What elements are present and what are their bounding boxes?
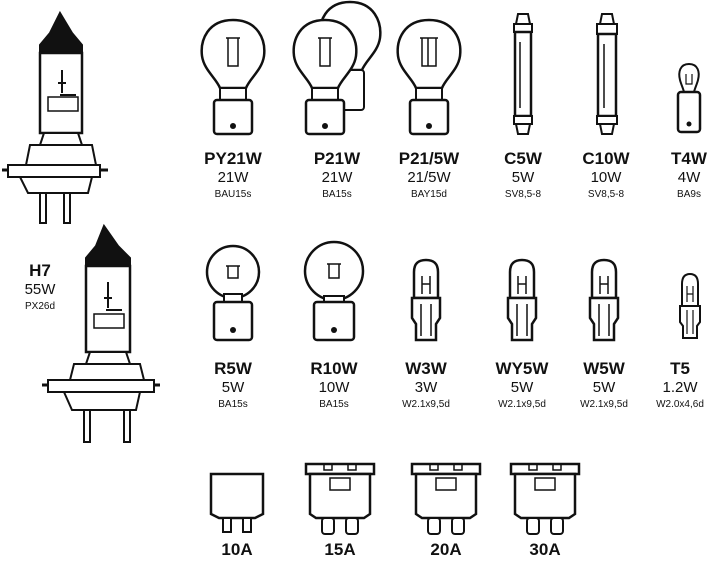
c5w-bulb-image	[508, 12, 538, 136]
bulb-base: BAY15d	[411, 189, 447, 200]
bulb-wattage: 3W	[414, 379, 438, 396]
bulb-name: T5	[670, 359, 690, 378]
w3w-bulb-image	[406, 258, 446, 344]
bulb-wattage: 1.2W	[662, 379, 698, 396]
bulb-wattage: 5W	[510, 379, 534, 396]
bulb-name: P21W	[313, 149, 361, 168]
bulb-name: C5W	[504, 149, 542, 168]
bulb-wattage: 55W	[24, 281, 56, 298]
bulb-base: BA15s	[322, 189, 352, 200]
bulb-wattage: 5W	[221, 379, 245, 396]
p21w-bulb-image	[290, 0, 390, 140]
w5w-bulb-image	[584, 258, 624, 344]
bulb-base: BA15s	[218, 399, 248, 410]
bulb-wattage: 21W	[321, 169, 353, 186]
bulb-base: BAU15s	[214, 189, 252, 200]
bulb-wattage: 10W	[318, 379, 350, 396]
bulb-base: W2.0x4,6d	[656, 399, 704, 410]
bulb-label-w3w: W3W 3W W2.1x9,5d	[381, 360, 471, 410]
bulb-name: R10W	[310, 359, 358, 378]
bulb-label-wy5w: WY5W 5W W2.1x9,5d	[477, 360, 567, 410]
bulb-base: W2.1x9,5d	[580, 399, 628, 410]
bulb-base: SV8,5-8	[504, 189, 542, 200]
bulb-name: P21/5W	[398, 149, 460, 168]
fuse-label-20a: 20A	[430, 540, 462, 559]
fuse-15a-image	[302, 462, 378, 538]
r5w-bulb-image	[202, 244, 264, 344]
bulb-label-p21-5w: P21/5W 21/5W BAY15d	[384, 150, 474, 200]
bulb-name: PY21W	[204, 149, 262, 168]
bulb-label-r10w: R10W 10W BA15s	[289, 360, 379, 410]
bulb-label-t4w: T4W 4W BA9s	[644, 150, 720, 200]
fuse-label-15a: 15A	[324, 540, 356, 559]
bulb-name: WY5W	[495, 359, 549, 378]
bulb-base: W2.1x9,5d	[402, 399, 450, 410]
r10w-bulb-image	[300, 240, 368, 344]
fuse-10a-image	[205, 470, 269, 536]
bulb-wattage: 10W	[590, 169, 622, 186]
bulb-base: W2.1x9,5d	[498, 399, 546, 410]
bulb-label-p21w: P21W 21W BA15s	[292, 150, 382, 200]
t4w-bulb-image	[672, 62, 706, 136]
bulb-name: H7	[29, 261, 51, 280]
bulb-label-w5w: W5W 5W W2.1x9,5d	[559, 360, 649, 410]
bulb-label-py21w: PY21W 21W BAU15s	[188, 150, 278, 200]
bulb-name: R5W	[214, 359, 252, 378]
bulb-name: W3W	[405, 359, 447, 378]
fuse-label-10a: 10A	[221, 540, 253, 559]
fuse-label-30a: 30A	[529, 540, 561, 559]
bulb-label-c5w: C5W 5W SV8,5-8	[478, 150, 568, 200]
wy5w-bulb-image	[502, 258, 542, 344]
bulb-wattage: 5W	[592, 379, 616, 396]
bulb-label-c10w: C10W 10W SV8,5-8	[561, 150, 651, 200]
p21-5w-bulb-image	[394, 18, 464, 138]
bulb-label-t5: T5 1.2W W2.0x4,6d	[640, 360, 720, 410]
h7-bulb-image-bottom	[40, 222, 160, 452]
bulb-base: BA9s	[677, 189, 701, 200]
bulb-wattage: 4W	[677, 169, 701, 186]
bulb-base: BA15s	[319, 399, 349, 410]
bulb-wattage: 21/5W	[407, 169, 451, 186]
bulb-wattage: 5W	[511, 169, 535, 186]
bulb-base: PX26d	[24, 301, 56, 312]
bulb-name: T4W	[671, 149, 707, 168]
h7-bulb-image-top	[0, 5, 110, 225]
fuse-20a-image	[408, 462, 484, 538]
bulb-name: C10W	[582, 149, 630, 168]
fuse-30a-image	[507, 462, 583, 538]
py21w-bulb-image	[198, 18, 268, 138]
t5-bulb-image	[674, 272, 706, 342]
bulb-name: W5W	[583, 359, 625, 378]
bulb-base: SV8,5-8	[587, 189, 625, 200]
bulb-label-h7: H7 55W PX26d	[0, 262, 80, 312]
bulb-wattage: 21W	[217, 169, 249, 186]
c10w-bulb-image	[590, 12, 624, 136]
bulb-label-r5w: R5W 5W BA15s	[188, 360, 278, 410]
